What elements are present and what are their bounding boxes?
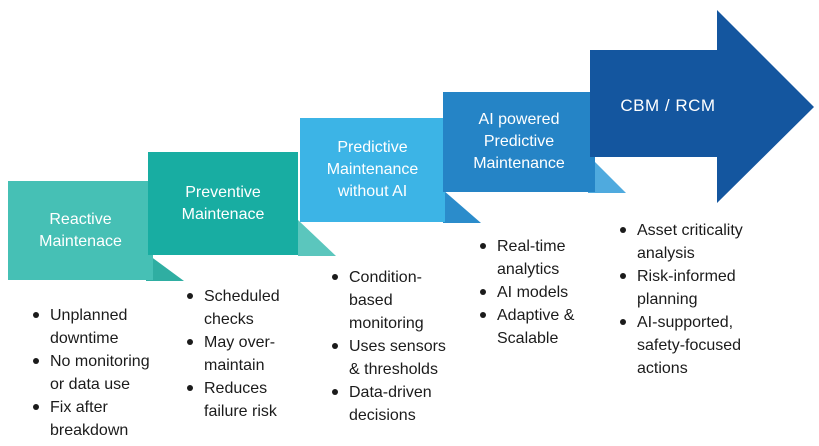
bullet-icon <box>33 404 39 410</box>
step-title: AI powered Predictive Maintenance <box>473 111 565 172</box>
bullet-list-preventive: Scheduled checks May over- maintain Redu… <box>184 285 316 423</box>
bullet-icon <box>187 293 193 299</box>
list-item: Risk-informed planning <box>617 265 802 311</box>
step-title: Reactive Maintenace <box>39 210 122 250</box>
list-item: AI models <box>477 281 615 304</box>
bullet-icon <box>480 289 486 295</box>
bullet-icon <box>187 385 193 391</box>
bullet-icon <box>332 343 338 349</box>
step-box-ai-predictive: AI powered Predictive Maintenance <box>443 92 595 192</box>
list-item: Scheduled checks <box>184 285 316 331</box>
bullet-icon <box>620 273 626 279</box>
list-item: Condition- based monitoring <box>329 266 461 335</box>
step-title-cbm-rcm: CBM / RCM <box>620 96 716 115</box>
list-item: Fix after breakdown <box>30 396 170 442</box>
bullet-list-cbm-rcm: Asset criticality analysis Risk-informed… <box>617 219 802 380</box>
step-title: Predictive Maintenance without AI <box>326 139 419 200</box>
step-box-predictive-without-ai: Predictive Maintenance without AI <box>300 118 445 222</box>
bullet-icon <box>33 312 39 318</box>
bullet-list-reactive: Unplanned downtime No monitoring or data… <box>30 304 170 442</box>
list-item: Adaptive & Scalable <box>477 304 615 350</box>
step-title: Preventive Maintenace <box>181 183 265 223</box>
bullet-icon <box>620 227 626 233</box>
bullet-icon <box>187 339 193 345</box>
bullet-list-predictive-without-ai: Condition- based monitoring Uses sensors… <box>329 266 461 427</box>
list-item: Uses sensors & thresholds <box>329 335 461 381</box>
step-box-preventive-maintenance: Preventive Maintenace <box>148 152 298 255</box>
bullet-list-ai-predictive: Real-time analytics AI models Adaptive &… <box>477 235 615 350</box>
list-item: Reduces failure risk <box>184 377 316 423</box>
list-item: May over- maintain <box>184 331 316 377</box>
list-item: No monitoring or data use <box>30 350 170 396</box>
bullet-icon <box>480 243 486 249</box>
list-item: Real-time analytics <box>477 235 615 281</box>
fold-corner-step2 <box>298 220 336 256</box>
bullet-icon <box>332 274 338 280</box>
step-box-reactive-maintenance: Reactive Maintenace <box>8 181 153 280</box>
bullet-icon <box>33 358 39 364</box>
list-item: Unplanned downtime <box>30 304 170 350</box>
bullet-icon <box>332 389 338 395</box>
list-item: Asset criticality analysis <box>617 219 802 265</box>
fold-corner-step3 <box>443 190 481 223</box>
list-item: AI-supported, safety-focused actions <box>617 311 802 380</box>
bullet-icon <box>480 312 486 318</box>
bullet-icon <box>620 319 626 325</box>
list-item: Data-driven decisions <box>329 381 461 427</box>
